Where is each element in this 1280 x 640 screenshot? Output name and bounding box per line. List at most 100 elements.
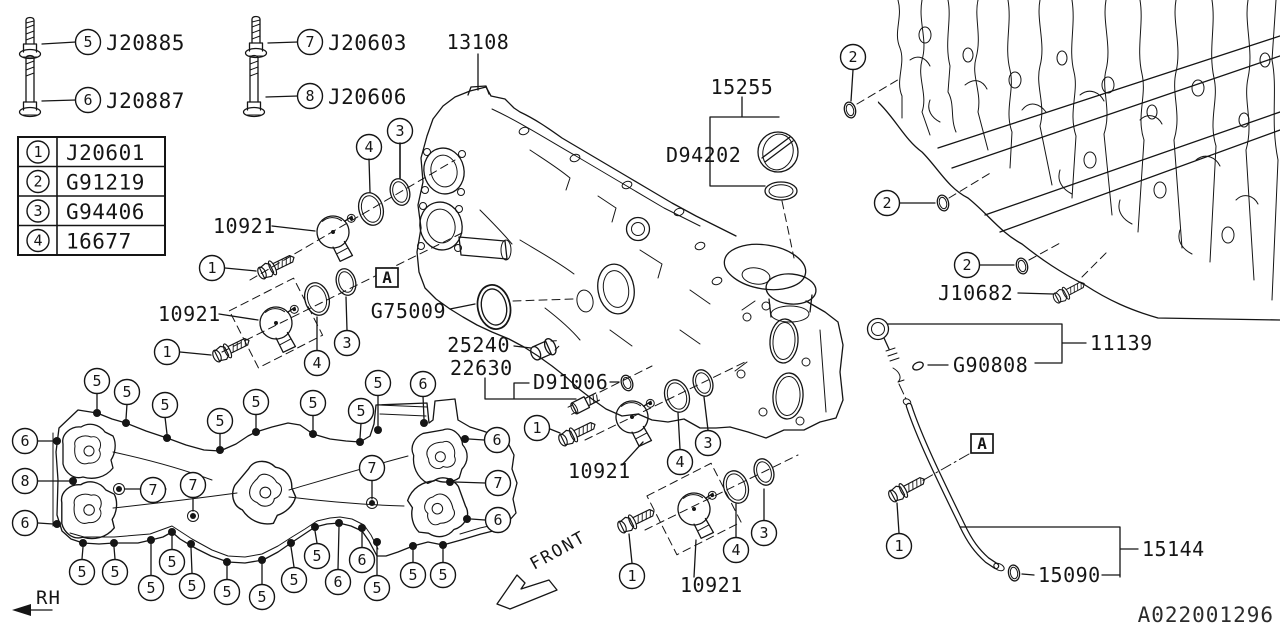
callout-1: 1	[885, 532, 913, 560]
callout-5-label: 5	[257, 588, 266, 606]
oil-filler-cap-group: 15255 D94202	[666, 75, 799, 259]
callout-7: 7	[139, 476, 167, 504]
callout-5: 5	[113, 378, 141, 406]
callout-1-label: 1	[207, 259, 216, 277]
callout-4-label: 4	[312, 354, 321, 372]
cam-rotor-art	[60, 481, 118, 540]
callout-7-label: 7	[148, 481, 157, 499]
cam-sensor-group-4: 10921 1 4 3	[614, 454, 799, 597]
cylinder-block-art	[877, 0, 1280, 321]
o-ring-icon	[1013, 256, 1031, 276]
legend-part-1: J20601	[66, 141, 145, 165]
callout-5-label: 5	[373, 374, 382, 392]
callout-3: 3	[750, 519, 778, 547]
callout-7-label: 7	[305, 33, 314, 51]
oil-filler-cap-icon	[757, 131, 799, 173]
cam-sensor-group-2: 10921 1 4 3 A	[153, 232, 463, 377]
callout-7-label: 7	[188, 476, 197, 494]
callout-5: 5	[158, 548, 186, 576]
legend-num-1: 1	[33, 143, 42, 161]
front-label: FRONT	[527, 527, 590, 574]
bolt-key-part-7: J20603	[328, 31, 407, 55]
callout-6: 6	[348, 546, 376, 574]
callout-5-label: 5	[187, 577, 196, 595]
cam-opening-ring	[421, 147, 466, 196]
callout-4-label: 4	[675, 453, 684, 471]
label-10921: 10921	[158, 302, 221, 326]
callout-3: 3	[333, 329, 361, 357]
timing-cover-gasket-art: 5 5 5 5 5 5 5 5 6 6 7 6 7 7 7 6 8 6 5 5 …	[11, 367, 518, 611]
callout-1: 1	[523, 414, 551, 442]
gasket-16677-icon	[718, 466, 754, 508]
callout-5-label: 5	[438, 566, 447, 584]
callout-5: 5	[213, 578, 241, 606]
legend-callout-1: 1	[26, 140, 50, 164]
cam-sensor-icon	[257, 303, 305, 356]
bolt-icon	[242, 54, 266, 118]
oil-pressure-switch-icon	[530, 338, 560, 361]
dipstick-tube-icon	[905, 402, 1000, 570]
callout-6-label: 6	[357, 551, 366, 569]
legend-num-4: 4	[33, 232, 42, 250]
callout-2-label: 2	[962, 256, 971, 274]
callout-6: 6	[484, 506, 512, 534]
callout-5-label: 5	[312, 547, 321, 565]
callout-8: 8	[296, 82, 324, 110]
callout-5-label: 5	[408, 566, 417, 584]
sensor-bolt-icon	[555, 416, 599, 450]
cam-rotor-art	[62, 423, 116, 479]
callout-5-label: 5	[92, 372, 101, 390]
callout-5: 5	[363, 574, 391, 602]
callout-6-label: 6	[20, 432, 29, 450]
callout-6: 6	[11, 427, 39, 455]
callout-6: 6	[409, 370, 437, 398]
callout-5: 5	[151, 391, 179, 419]
section-marker-a: A	[970, 433, 994, 454]
callout-3-label: 3	[342, 334, 351, 352]
callout-1-label: 1	[532, 419, 541, 437]
label-D91006: D91006	[533, 370, 608, 394]
gasket-16677-icon	[354, 189, 388, 229]
callout-5-label: 5	[289, 571, 298, 589]
callout-1-label: 1	[162, 343, 171, 361]
callout-2: 2	[873, 189, 901, 217]
oil-filler-neck	[723, 243, 817, 323]
callout-7: 7	[484, 469, 512, 497]
label-15144: 15144	[1142, 537, 1205, 561]
bolt-icon	[18, 16, 42, 60]
callout-4-label: 4	[364, 138, 373, 156]
plug-bolt-icon	[1050, 277, 1088, 306]
label-J10682: J10682	[938, 281, 1013, 305]
legend-num-3: 3	[33, 202, 42, 220]
callout-8-label: 8	[20, 472, 29, 490]
callout-7-label: 7	[493, 474, 502, 492]
gasket-16677-icon	[659, 375, 695, 417]
bolt-key-part-5: J20885	[106, 31, 185, 55]
callout-4: 4	[303, 349, 331, 377]
label-13108: 13108	[447, 30, 510, 54]
rh-label: RH	[36, 587, 61, 609]
callout-5: 5	[242, 388, 270, 416]
callout-5: 5	[178, 572, 206, 600]
callout-4-label: 4	[731, 541, 740, 559]
label-25240: 25240	[447, 333, 510, 357]
drawing-code: A022001296	[1138, 603, 1274, 627]
callout-5: 5	[347, 397, 375, 425]
callout-6-label: 6	[333, 573, 342, 591]
callout-5-label: 5	[77, 563, 86, 581]
callout-5: 5	[83, 367, 111, 395]
callout-1-label: 1	[627, 567, 636, 585]
cam-sensor-group-3: 10921 1 4 3	[523, 361, 746, 483]
callout-3-label: 3	[703, 434, 712, 452]
thermo-sensor-icon	[567, 392, 600, 415]
callout-3-label: 3	[395, 122, 404, 140]
callout-5-label: 5	[308, 394, 317, 412]
sensor-bolt-icon	[209, 332, 253, 366]
bolt-hole-dots	[53, 409, 471, 566]
o-ring-icon	[1006, 563, 1022, 583]
front-arrow-icon	[496, 574, 558, 610]
tube-bolt-icon	[885, 471, 929, 506]
callout-5-label: 5	[222, 583, 231, 601]
callout-7-label: 7	[367, 459, 376, 477]
callout-6-label: 6	[492, 431, 501, 449]
